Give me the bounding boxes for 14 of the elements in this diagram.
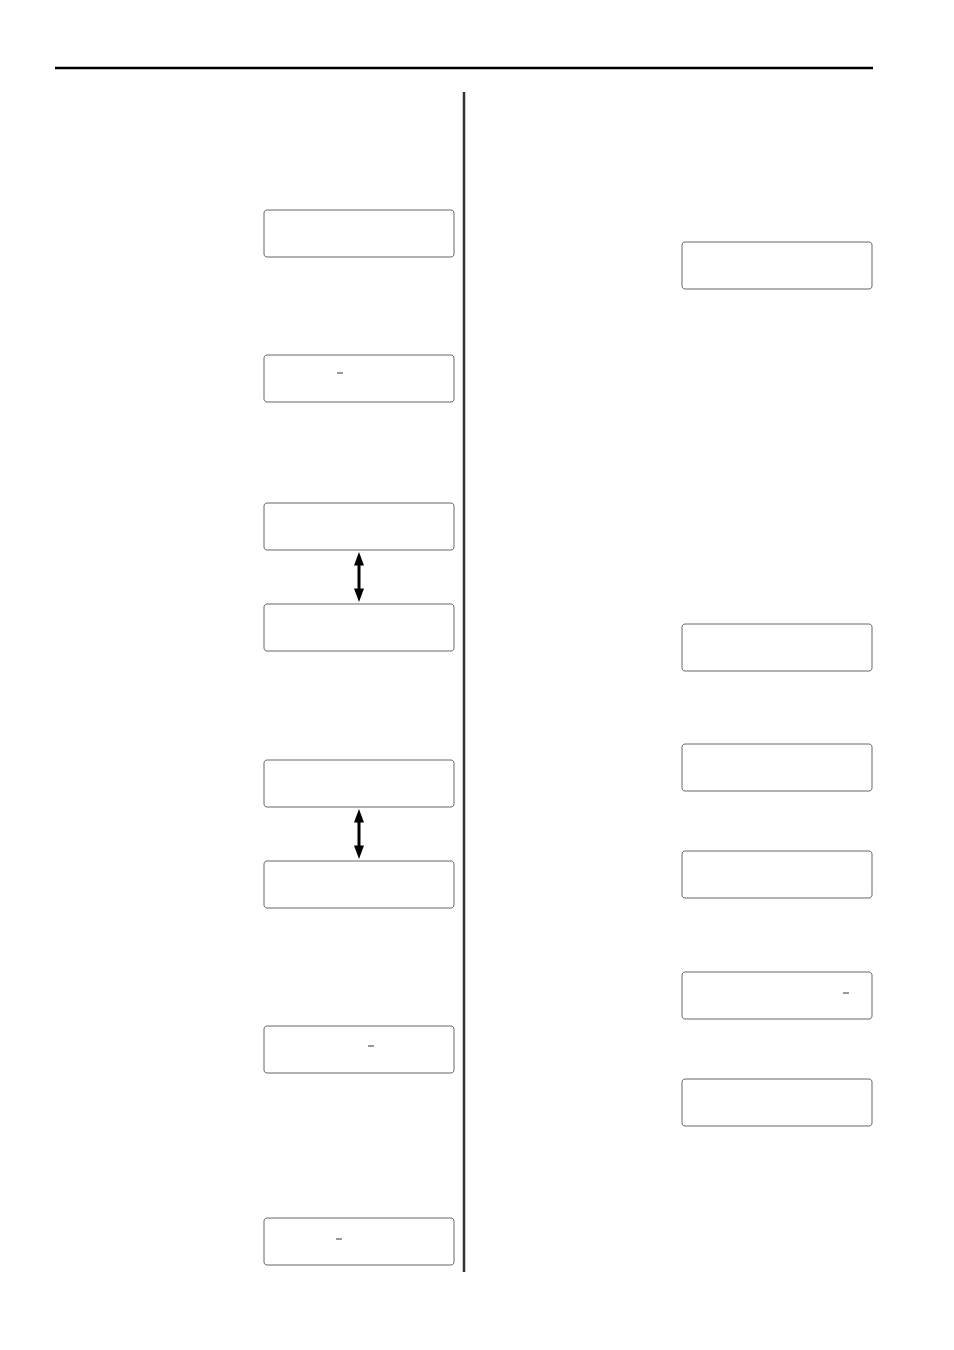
- display-box: [263, 1217, 455, 1266]
- display-box: [263, 759, 455, 808]
- display-box: [263, 502, 455, 551]
- display-box: [681, 743, 873, 792]
- display-box: [263, 1025, 455, 1074]
- display-box: [681, 850, 873, 899]
- display-box: [263, 354, 455, 403]
- display-box: [681, 241, 873, 290]
- display-box: [263, 209, 455, 258]
- display-box: [263, 603, 455, 652]
- display-box: [681, 971, 873, 1020]
- display-box: [263, 860, 455, 909]
- display-box: [681, 1078, 873, 1127]
- display-box: [681, 623, 873, 672]
